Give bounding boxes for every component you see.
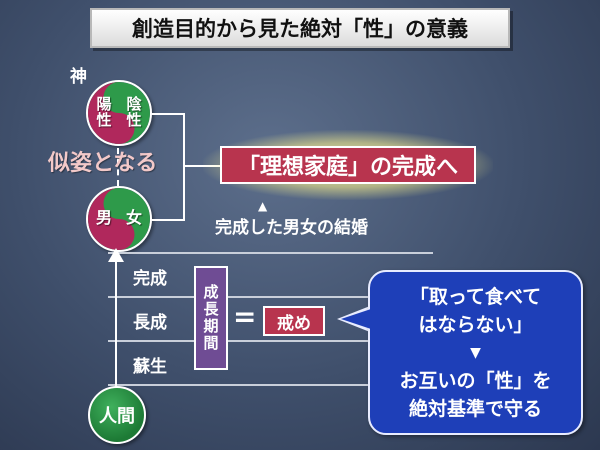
yang-label: 陽性 [96,95,112,129]
stage-completion: 完成 [133,269,167,289]
god-label: 神 [70,67,87,87]
callout-line-2: はならない」 [418,314,533,336]
growth-arrow-shaft [115,262,117,388]
up-arrow-icon [108,248,124,262]
becomes-image-label: 似姿となる [48,151,158,176]
human-circle: 人間 [88,386,146,444]
stage-formation: 蘇生 [133,357,167,377]
bracket-vertical-line [183,113,185,221]
bracket-top-line [150,113,184,115]
callout-line-1: 「取って食べて [409,286,542,308]
image-connector-line [117,148,119,186]
couple-yin-yang-symbol: 男 女 [86,186,152,252]
female-label: 女 [125,208,142,227]
equals-sign: = [233,300,257,333]
callout-line-3: お互いの「性」を [399,370,552,392]
bracket-bottom-line [150,219,184,221]
yin-yang-icon [88,188,150,250]
commandment-callout: 「取って食べて はならない」 ▼ お互いの「性」を 絶対基準で守る [368,270,583,435]
growth-period-box: 成長期間 [194,266,228,370]
ideal-family-box: 「理想家庭」の完成へ [220,146,476,184]
diagram-title: 創造目的から見た絶対「性」の意義 [90,8,510,48]
stage-growth: 長成 [133,313,167,333]
yin-label: 陰性 [126,95,142,129]
male-label: 男 [95,208,112,227]
marriage-label: 完成した男女の結婚 [215,218,368,238]
callout-tail-inner [341,309,371,329]
stage-divider-line [108,252,433,254]
up-triangle-icon: ▲ [258,199,268,213]
bracket-connector-line [183,165,220,167]
yin-yang-icon [88,82,150,144]
stage-divider-line [108,384,368,386]
stage-divider-line [108,296,433,298]
down-triangle-icon: ▼ [470,345,481,361]
callout-line-4: 絶対基準で守る [408,398,542,420]
stage-divider-line [108,340,433,342]
commandment-box: 戒め [263,306,325,336]
god-yin-yang-symbol: 陽性 陰性 [86,80,152,146]
